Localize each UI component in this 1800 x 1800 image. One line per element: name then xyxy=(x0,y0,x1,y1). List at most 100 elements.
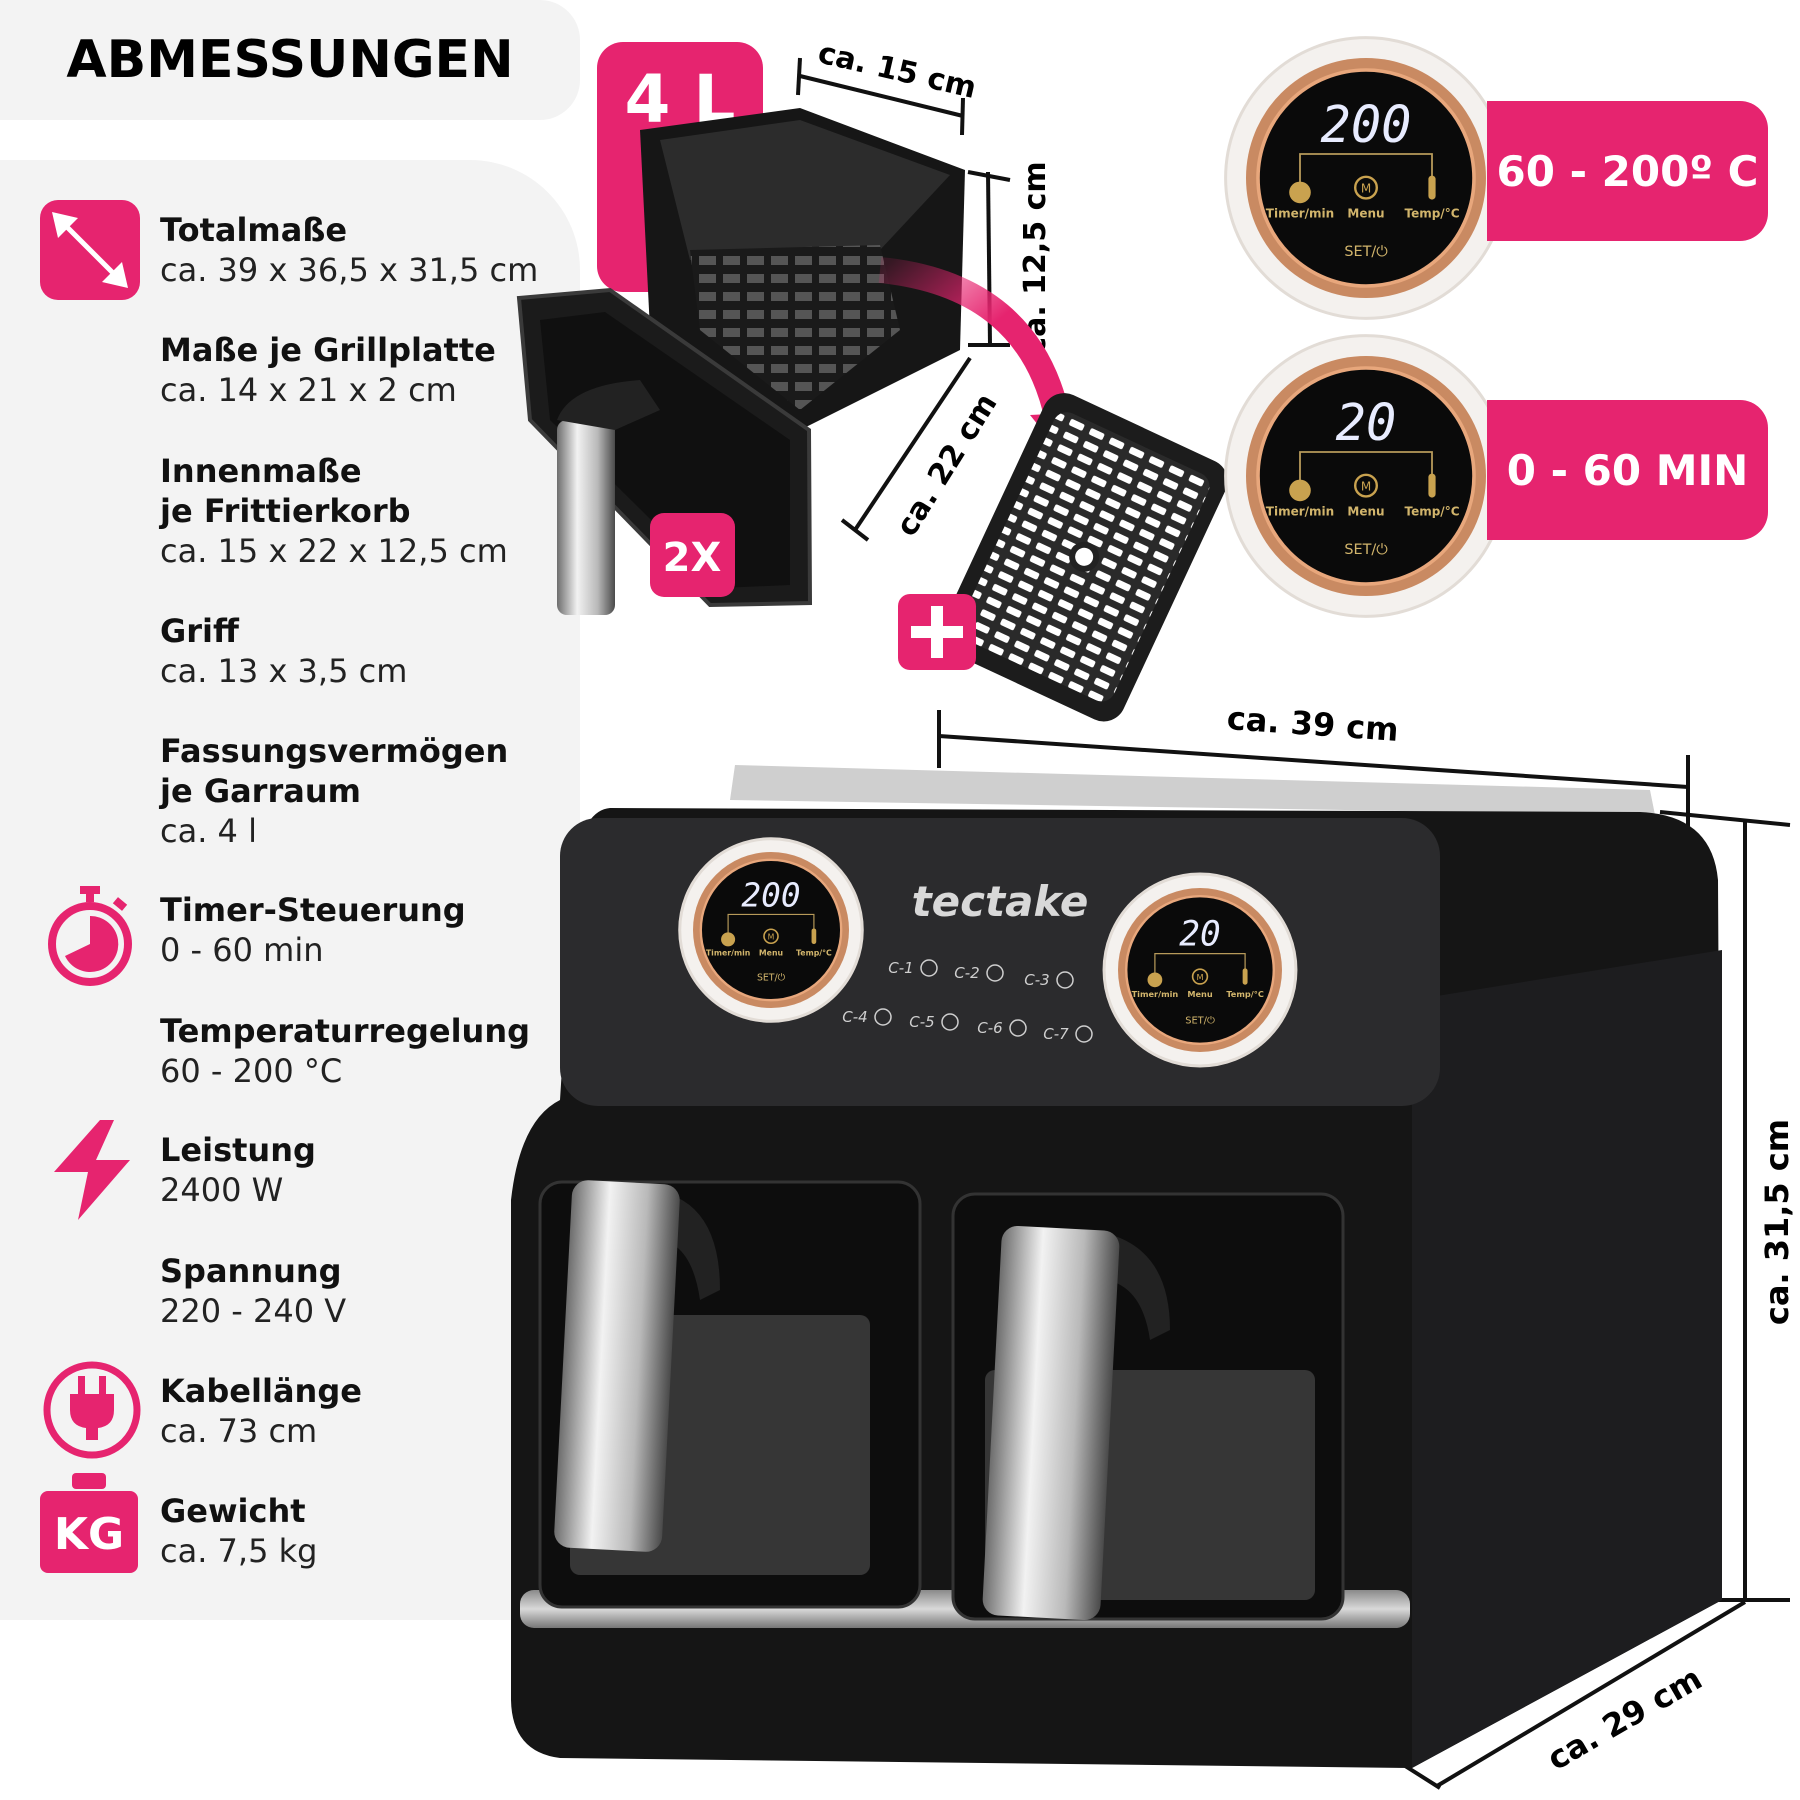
program-code: C-6 xyxy=(977,1019,1002,1037)
thermometer-icon xyxy=(811,928,817,945)
spec-value: ca. 7,5 kg xyxy=(160,1532,318,1570)
spec-label: Innenmaße je Frittierkorb xyxy=(160,452,411,530)
right-drawer-handle[interactable] xyxy=(982,1225,1120,1621)
dial-set-label: SET/⏻ xyxy=(1344,542,1387,558)
thermometer-icon xyxy=(1242,968,1248,985)
dial-display: 20 xyxy=(1336,393,1397,452)
menu-icon xyxy=(1353,473,1378,498)
spec-value: ca. 73 cm xyxy=(160,1412,318,1450)
menu-icon-glyph: M xyxy=(768,932,775,941)
fryer-basket xyxy=(516,108,965,615)
spec-value: ca. 15 x 22 x 12,5 cm xyxy=(160,532,508,570)
spec-value: ca. 4 l xyxy=(160,812,257,850)
dial-menu-label: Menu xyxy=(1187,989,1213,999)
dial-display: 20 xyxy=(1179,914,1220,954)
spec-value: 2400 W xyxy=(160,1171,284,1209)
brand-logo: tectake xyxy=(912,877,1089,926)
dial-connector-line xyxy=(1154,952,1246,975)
timer-range-badge: 0 - 60 MIN xyxy=(1487,400,1768,540)
program-food-icon xyxy=(986,964,1004,982)
grill-plate xyxy=(940,393,1228,722)
dial-connector-line xyxy=(727,913,815,934)
spec-label: Totalmaße xyxy=(160,211,348,249)
program-code: C-1 xyxy=(888,959,913,977)
dial-temp-label: Temp/°C xyxy=(1226,989,1264,999)
spec-label: Temperaturregelung xyxy=(160,1012,530,1050)
spec-value: ca. 39 x 36,5 x 31,5 cm xyxy=(160,251,539,289)
spec-value: 0 - 60 min xyxy=(160,931,324,969)
dial-display: 200 xyxy=(741,877,800,915)
thermometer-icon xyxy=(1428,175,1436,200)
program-code: C-3 xyxy=(1024,971,1049,989)
dial-set-label: SET/⏻ xyxy=(757,973,785,984)
dial-temp-label: Temp/°C xyxy=(1404,207,1459,221)
page-title: ABMESSUNGEN xyxy=(66,30,514,90)
spec-value: ca. 14 x 21 x 2 cm xyxy=(160,371,457,409)
basket-count-text: 2X xyxy=(663,535,722,581)
menu-icon-glyph: M xyxy=(1361,479,1371,493)
dial-menu-label: Menu xyxy=(759,949,783,958)
thermometer-icon xyxy=(1428,473,1436,498)
basket-dimension-lines xyxy=(796,57,1011,542)
program-food-icon xyxy=(941,1013,959,1031)
program-code: C-7 xyxy=(1043,1025,1069,1043)
program-food-icon xyxy=(1056,971,1074,989)
program-code: C-4 xyxy=(842,1008,867,1026)
dial-timer-label: Timer/min xyxy=(1266,505,1334,519)
dial-face xyxy=(1124,894,1276,1046)
plus-badge xyxy=(898,594,976,670)
clock-icon xyxy=(721,932,736,947)
spec-label: Kabellänge xyxy=(160,1372,362,1410)
program-food-icon xyxy=(874,1008,892,1026)
lightning-icon xyxy=(54,1120,130,1220)
program-food-icon xyxy=(1009,1019,1027,1037)
clock-icon xyxy=(1289,181,1311,204)
menu-icon-glyph: M xyxy=(1361,181,1371,195)
fryer-width-label: ca. 39 cm xyxy=(1226,699,1400,749)
dial-connector-line xyxy=(1299,451,1433,482)
spec-label: Timer-Steuerung xyxy=(160,891,466,929)
stopwatch-icon xyxy=(48,886,132,986)
menu-icon-glyph: M xyxy=(1196,972,1203,982)
diagonal-arrows-icon xyxy=(40,200,140,300)
dial-temp-label: Temp/°C xyxy=(796,949,832,958)
spec-value: 220 - 240 V xyxy=(160,1292,347,1330)
basket-handle xyxy=(557,420,615,615)
program-food-icon xyxy=(920,959,938,977)
dial-connector-line xyxy=(1299,153,1433,184)
menu-icon xyxy=(763,928,779,945)
weight-icon-text: KG xyxy=(53,1509,125,1560)
temperature-range-badge: 60 - 200º C xyxy=(1487,101,1768,241)
spec-label: Fassungsvermögen je Garraum xyxy=(160,732,509,810)
basket-width-label: ca. 15 cm xyxy=(815,36,980,106)
dial-timer-label: Timer/min xyxy=(706,949,750,958)
basket-depth-label: ca. 22 cm xyxy=(889,387,1004,542)
program-code: C-5 xyxy=(909,1013,934,1031)
basket-count-badge: 2X xyxy=(650,513,735,597)
fryer-height-label: ca. 31,5 cm xyxy=(1758,1119,1796,1325)
spec-value: ca. 13 x 3,5 cm xyxy=(160,652,408,690)
spec-label: Gewicht xyxy=(160,1492,306,1530)
left-drawer-handle[interactable] xyxy=(553,1179,680,1552)
dial-set-label: SET/⏻ xyxy=(1185,1015,1215,1026)
dial-face xyxy=(699,858,843,1002)
program-food-icon xyxy=(1075,1025,1093,1043)
dial-display: 200 xyxy=(1320,95,1411,154)
title-panel: ABMESSUNGEN xyxy=(0,0,580,120)
left-drawer xyxy=(538,1179,922,1609)
